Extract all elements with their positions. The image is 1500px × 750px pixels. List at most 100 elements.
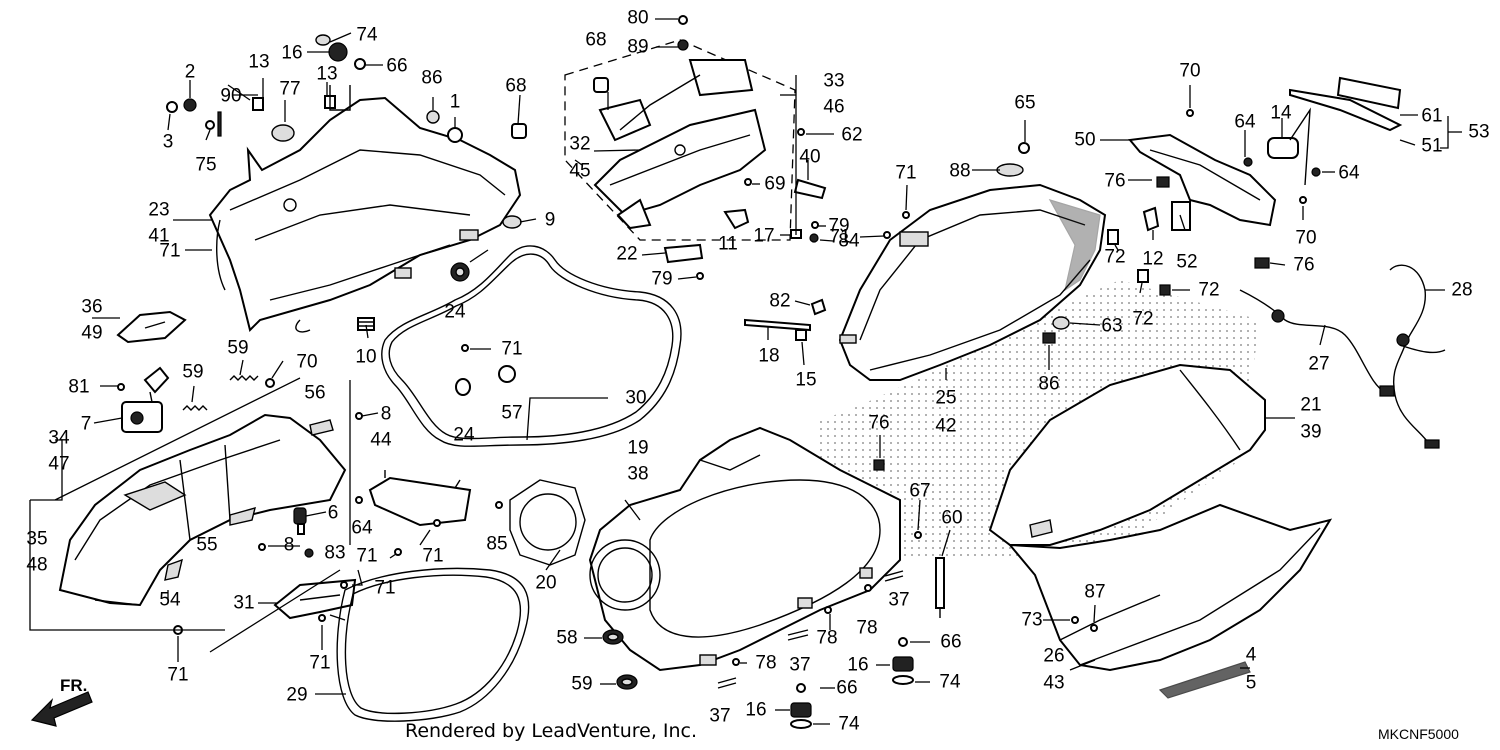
part-21-right-outer-cover	[988, 363, 1266, 546]
part-62-screw	[797, 128, 805, 136]
part-72-clip-a	[1107, 229, 1119, 245]
callout-85: 85	[486, 533, 508, 555]
part-85-screw	[495, 501, 503, 509]
part-72-clip-b	[1137, 269, 1149, 283]
part-29-seal-ring-inner	[344, 574, 522, 715]
callout-9: 9	[544, 209, 556, 231]
part-64-nut-b	[1311, 167, 1321, 177]
part-22-stay	[663, 243, 704, 264]
callout-45: 45	[569, 160, 591, 182]
callout-66c: 66	[836, 677, 858, 699]
callout-64a: 64	[351, 517, 373, 539]
part-79-screw-a	[811, 221, 819, 229]
callout-4: 4	[1245, 644, 1257, 666]
callout-19: 19	[627, 437, 649, 459]
part-8-screw-a	[355, 412, 363, 420]
callout-5: 5	[1245, 672, 1257, 694]
callout-66b: 66	[940, 631, 962, 653]
callout-83: 83	[324, 542, 346, 564]
callout-37c: 37	[888, 589, 910, 611]
callout-15: 15	[795, 369, 817, 391]
part-61-emblem	[1336, 76, 1402, 110]
part-50-handle-bracket	[1128, 107, 1311, 231]
callout-70a: 70	[296, 351, 318, 373]
part-89-nut	[677, 39, 689, 51]
part-79-screw-b	[696, 272, 704, 280]
part-29-seal-ring	[336, 567, 530, 722]
callout-37b: 37	[789, 654, 811, 676]
callout-37a: 37	[709, 705, 731, 727]
callout-74b: 74	[939, 671, 961, 693]
callout-26: 26	[1043, 645, 1065, 667]
callout-65: 65	[1014, 92, 1036, 114]
render-credit: Rendered by LeadVenture, Inc.	[405, 720, 698, 742]
callout-23: 23	[148, 199, 170, 221]
callout-47: 47	[48, 453, 70, 475]
part-27-connector-b	[1379, 385, 1395, 397]
callout-70b: 70	[1179, 60, 1201, 82]
callout-2: 2	[184, 61, 196, 83]
part-57-grommet	[498, 365, 516, 383]
callout-74a: 74	[356, 24, 378, 46]
callout-13b: 13	[316, 63, 338, 85]
part-71-screw-i	[883, 231, 891, 239]
callout-58: 58	[556, 627, 578, 649]
part-70-clip-c	[1299, 196, 1307, 204]
callout-76c: 76	[868, 412, 890, 434]
callout-76a: 76	[1104, 170, 1126, 192]
callout-44: 44	[370, 429, 392, 451]
part-40-bracket	[793, 178, 827, 200]
callout-33: 33	[823, 70, 845, 92]
callout-27: 27	[1308, 353, 1330, 375]
part-20-gasket-hole	[519, 493, 577, 551]
callout-40: 40	[799, 146, 821, 168]
callout-22: 22	[616, 243, 638, 265]
part-72-clip-c	[1159, 284, 1171, 296]
part-23-left-inner-box	[208, 96, 522, 333]
callout-20: 20	[535, 572, 557, 594]
callout-59c: 59	[571, 673, 593, 695]
callout-32: 32	[569, 133, 591, 155]
callout-78a: 78	[755, 652, 777, 674]
callout-14: 14	[1270, 102, 1292, 124]
callout-88: 88	[949, 160, 971, 182]
part-37-strip-c	[884, 570, 904, 582]
part-78-screw-b	[732, 658, 740, 666]
callout-69: 69	[764, 173, 786, 195]
part-19-right-inner-box	[588, 426, 901, 672]
callout-29: 29	[286, 684, 308, 706]
callout-78c: 78	[856, 617, 878, 639]
callout-25: 25	[935, 387, 957, 409]
part-10-stopper	[357, 317, 375, 331]
callout-70c: 70	[1295, 227, 1317, 249]
leader-lines	[29, 18, 1462, 725]
part-69-screw	[744, 178, 752, 186]
callout-18: 18	[758, 345, 780, 367]
callout-71b: 71	[356, 545, 378, 567]
callout-12: 12	[1142, 248, 1164, 270]
part-30-seal-loop-inner	[388, 253, 674, 440]
diagram-code: MKCNF5000	[1378, 726, 1459, 742]
part-25-right-inner-tray	[838, 183, 1107, 381]
callout-7: 7	[80, 413, 92, 435]
callout-67: 67	[909, 480, 931, 502]
part-83-nut	[304, 548, 314, 558]
callout-10: 10	[355, 346, 377, 368]
part-71-screw-center	[461, 344, 469, 352]
part-33-mount-bracket	[593, 59, 767, 230]
part-84-nut	[809, 233, 819, 243]
callout-38: 38	[627, 463, 649, 485]
callout-71d: 71	[374, 577, 396, 599]
part-20-gasket	[509, 479, 586, 566]
callout-41: 41	[148, 225, 170, 247]
callout-72a: 72	[1104, 246, 1126, 268]
part-37-strip-b	[787, 629, 809, 641]
part-87-screw	[1090, 624, 1098, 632]
rubber-mounts	[790, 637, 914, 729]
part-65-bolt	[1018, 142, 1030, 154]
part-31-bracket	[273, 578, 357, 622]
callout-16a: 16	[281, 42, 303, 64]
part-76-clip-c	[873, 459, 885, 471]
callout-71g: 71	[501, 338, 523, 360]
